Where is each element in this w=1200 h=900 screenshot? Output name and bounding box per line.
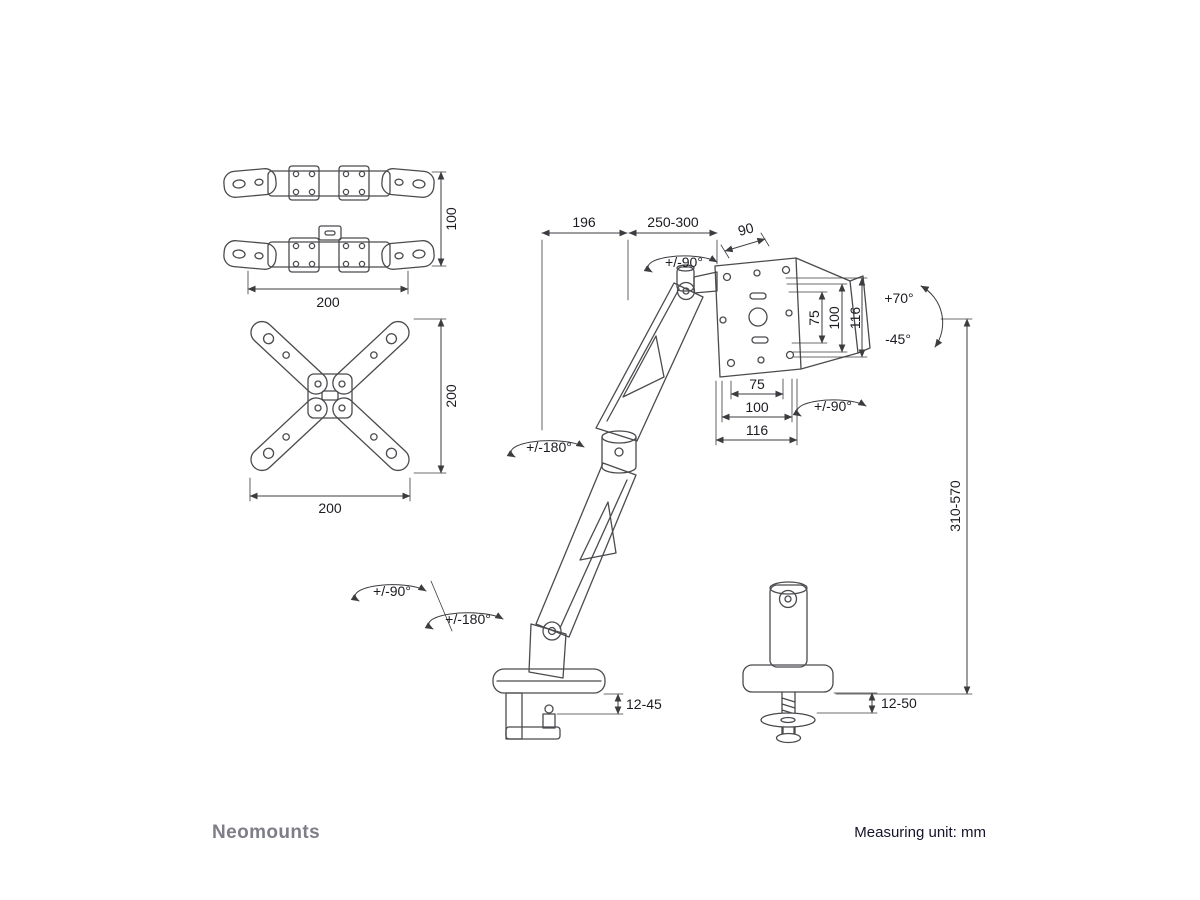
rotation-label-base-swivel: +/-90° — [373, 583, 411, 599]
monitor-arm — [492, 257, 871, 740]
dim-label-vesa-v75: 75 — [806, 310, 822, 326]
grommet-washer — [760, 712, 816, 728]
dim-label-clamp-thickness: 12-45 — [626, 696, 662, 712]
dim-label-topview-width: 200 — [316, 294, 340, 310]
mid-joint — [601, 430, 637, 474]
measuring-unit-label: Measuring unit: mm — [854, 824, 986, 841]
cross-arm — [250, 397, 328, 472]
rotation-label-vesa: +/-90° — [814, 398, 852, 414]
wing-plate — [381, 168, 435, 198]
dim-label-grommet-thickness: 12-50 — [881, 695, 917, 711]
wing-plate — [223, 240, 277, 270]
grommet-mount — [742, 581, 834, 744]
top-view-dimensions — [247, 171, 447, 295]
dim-label-vesa-v116: 116 — [847, 307, 863, 330]
grommet-knob — [775, 732, 802, 744]
dim-label-vesa-h116: 116 — [746, 422, 769, 438]
cross-view-dimensions — [249, 318, 447, 502]
desk-clamp — [492, 668, 606, 740]
vesa-cross-adapter-view — [250, 320, 410, 472]
brand-logo: Neomounts — [212, 822, 320, 843]
cross-arm — [332, 397, 410, 472]
lower-arm — [535, 462, 637, 638]
dim-label-vesa-h75: 75 — [749, 376, 765, 392]
dim-label-upper-reach: 250-300 — [647, 214, 699, 230]
dim-label-head-depth: 90 — [736, 219, 755, 239]
vesa-adapter-top-view — [223, 165, 435, 273]
rotation-label-head-swivel: +/-90° — [665, 254, 703, 270]
arm-dimensions — [350, 229, 973, 715]
dim-label-height-range: 310-570 — [947, 480, 963, 532]
dim-label-cross-height: 200 — [443, 384, 459, 408]
rotation-label-mid: +/-180° — [526, 439, 572, 455]
dim-label-cross-width: 200 — [318, 500, 342, 516]
rotation-label-base-rotation: +/-180° — [445, 611, 491, 627]
dim-label-vesa-h100: 100 — [745, 399, 769, 415]
dim-label-lower-reach: 196 — [572, 214, 596, 230]
upper-arm — [595, 282, 704, 442]
wing-plate — [381, 240, 435, 270]
tilt-label-down: -45° — [885, 331, 911, 347]
base-column — [528, 621, 567, 679]
wing-plate — [223, 168, 277, 198]
tilt-label-up: +70° — [884, 290, 913, 306]
dim-label-vesa-v100: 100 — [826, 306, 842, 330]
vesa-plate — [714, 257, 802, 378]
dim-label-topview-height: 100 — [443, 207, 459, 231]
